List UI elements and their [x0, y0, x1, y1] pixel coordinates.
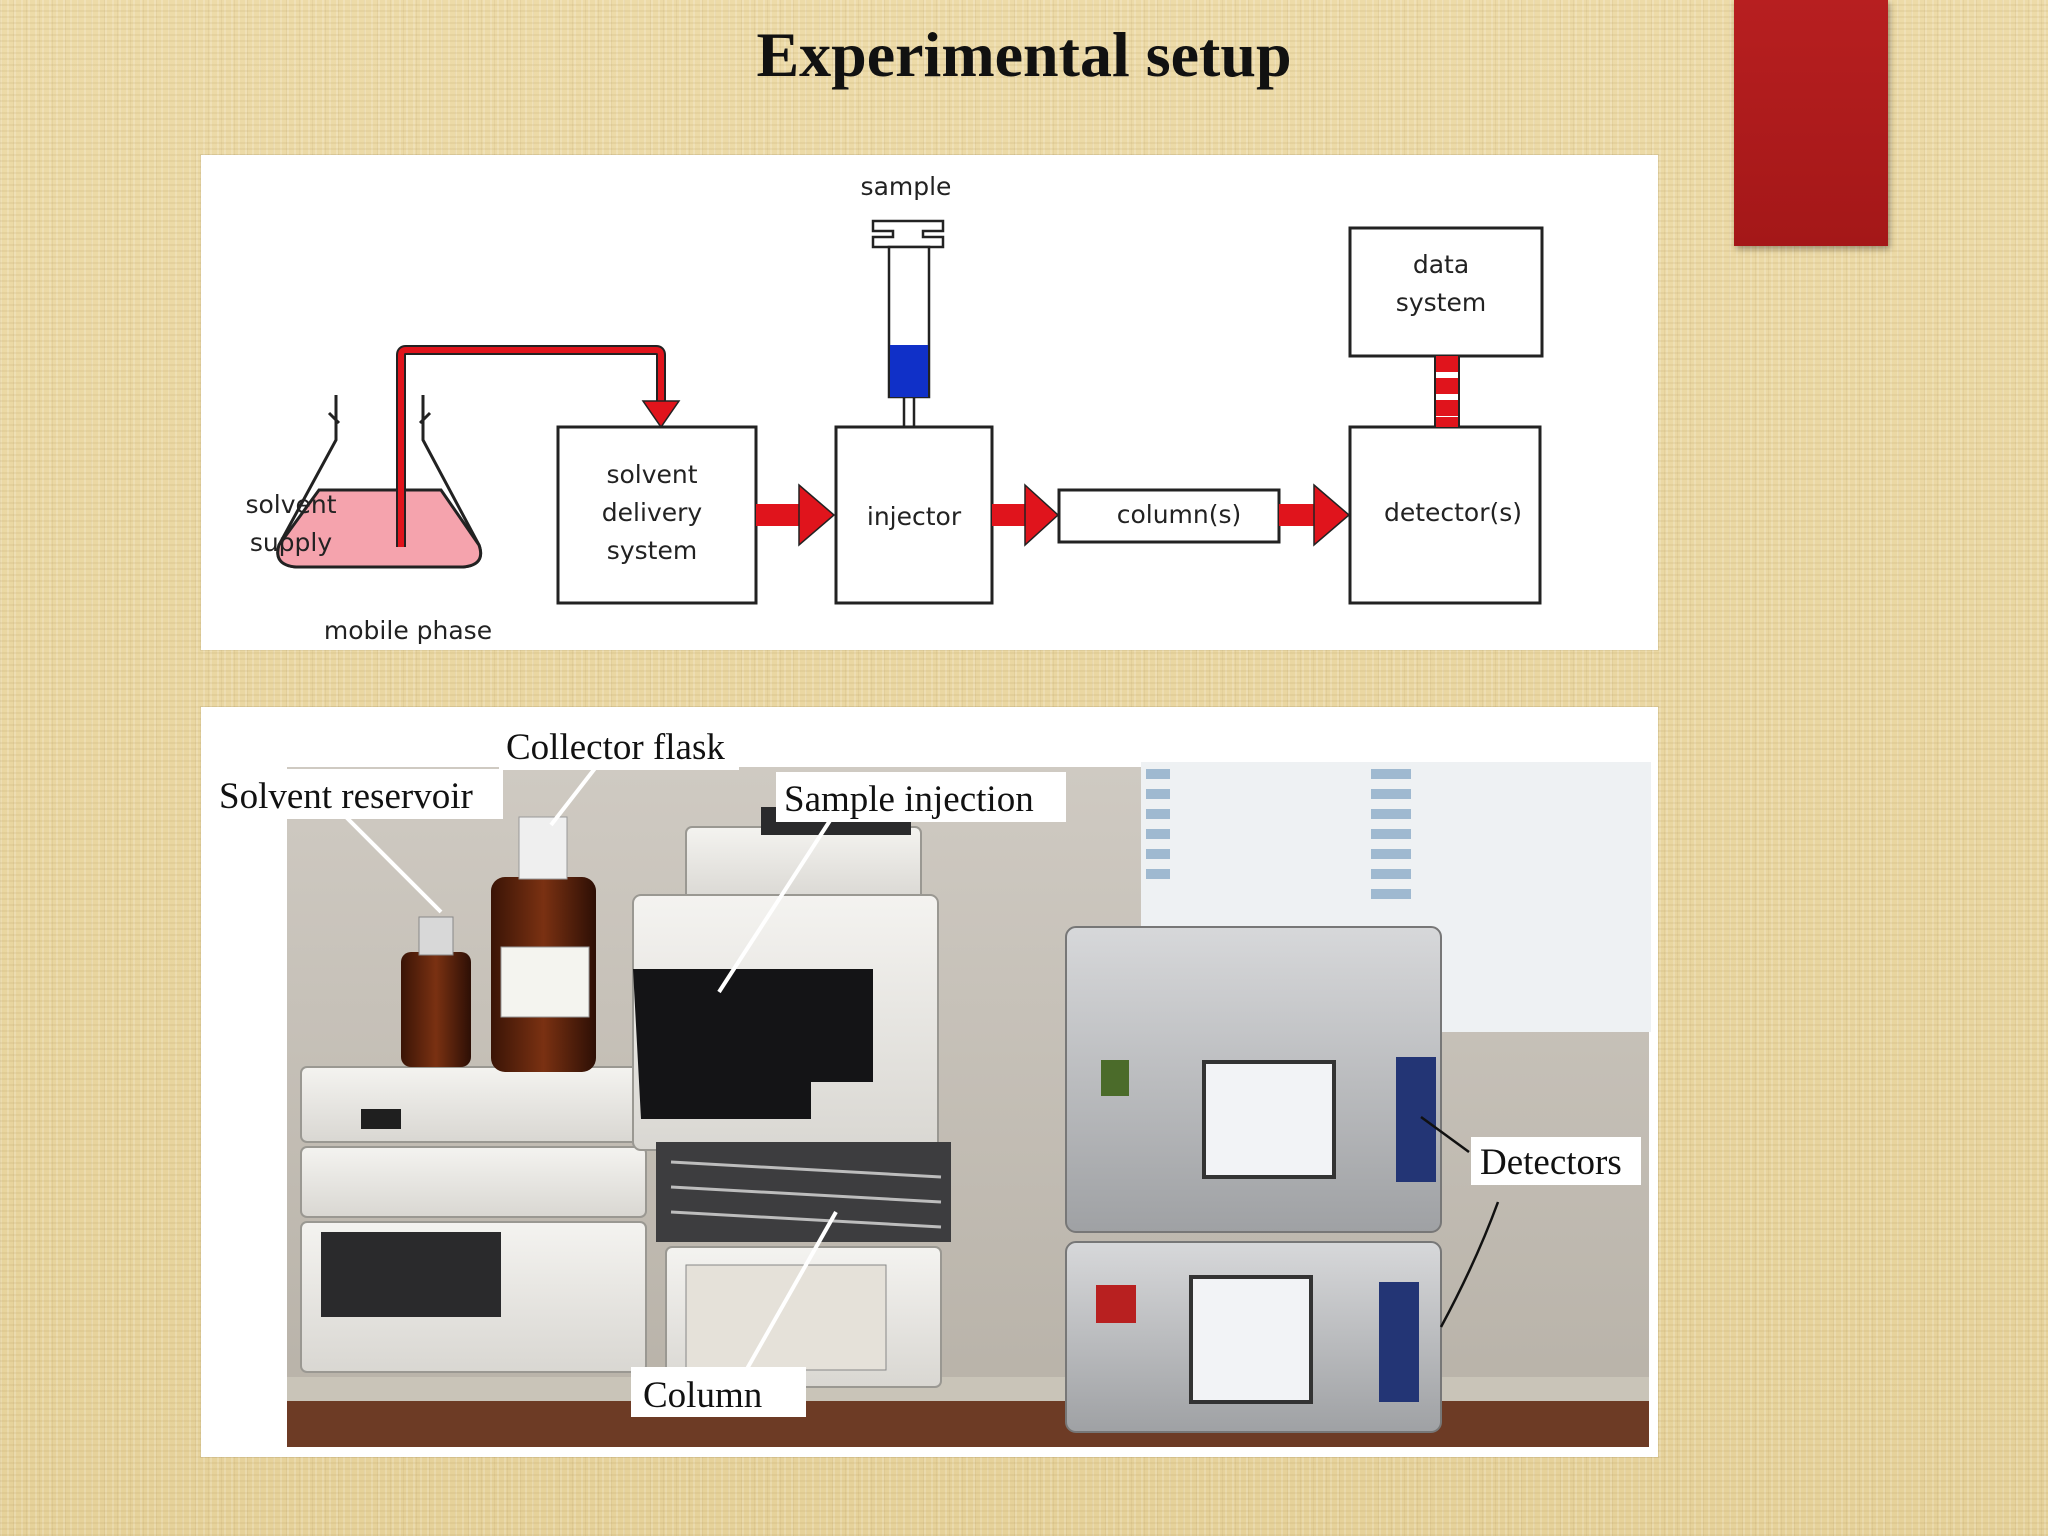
flow-arrow-injector-column	[992, 483, 1060, 547]
photo-scene	[287, 762, 1651, 1447]
label-solvent-delivery-1: solvent	[606, 460, 697, 489]
flow-arrow-column-detector	[1279, 483, 1351, 547]
detector-data-link	[1434, 356, 1460, 427]
label-injector: injector	[867, 502, 962, 531]
solvent-flask	[276, 395, 483, 569]
schematic-svg: sample data system solvent supply mobile…	[245, 172, 1544, 645]
flow-arrow-delivery-injector	[756, 483, 836, 547]
annotation-leader-lines	[344, 765, 838, 1398]
label-detector: detector(s)	[1384, 498, 1522, 527]
hplc-schematic-diagram: sample data system solvent supply mobile…	[201, 155, 1658, 650]
label-solvent-reservoir: Solvent reservoir	[219, 776, 473, 817]
label-solvent-supply-2: supply	[250, 528, 333, 557]
label-column: column(s)	[1117, 500, 1242, 529]
detector-box	[1348, 425, 1542, 605]
data-system-box	[1348, 226, 1544, 358]
label-detectors: Detectors	[1480, 1142, 1622, 1183]
solvent-delivery-box	[556, 425, 758, 605]
label-data-system-2: system	[1396, 288, 1486, 317]
sample-liquid	[890, 345, 928, 397]
label-data-system-1: data	[1413, 250, 1469, 279]
label-column-photo: Column	[643, 1375, 762, 1416]
red-accent-bar	[1734, 0, 1888, 246]
sample-syringe	[871, 219, 945, 427]
mobile-phase-liquid	[276, 488, 483, 569]
label-sample-injection: Sample injection	[784, 779, 1034, 820]
label-solvent-delivery-2: delivery	[602, 498, 703, 527]
hplc-instrument-photo: Collector flask Solvent reservoir Sample…	[201, 707, 1658, 1457]
supply-arrow-head	[641, 400, 681, 429]
label-solvent-supply-1: solvent	[245, 490, 336, 519]
label-collector-flask: Collector flask	[506, 727, 725, 768]
photo-svg: Collector flask Solvent reservoir Sample…	[213, 722, 1651, 1447]
label-solvent-delivery-3: system	[607, 536, 697, 565]
label-mobile-phase: mobile phase	[324, 616, 492, 645]
label-sample: sample	[861, 172, 952, 201]
slide-title: Experimental setup	[756, 19, 1292, 90]
